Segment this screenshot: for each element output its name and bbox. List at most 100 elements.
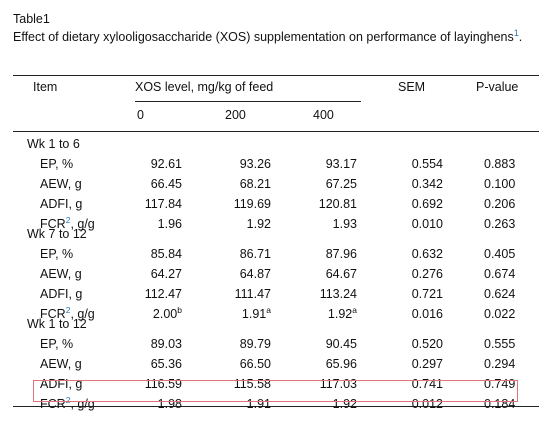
- row-item-label: EP, %: [40, 247, 74, 261]
- row-item-unit: , g/g: [70, 217, 95, 231]
- table-cell-sem: 0.554: [411, 157, 443, 171]
- table-row-item: EP, %: [40, 155, 73, 173]
- xos-header-span-rule: [135, 101, 361, 102]
- section-title: Wk 7 to 12: [27, 227, 87, 241]
- table-cell-sem: 0.692: [411, 197, 443, 211]
- row-item-label: FCR: [40, 397, 66, 411]
- table-cell-v0: 1.98: [137, 395, 182, 413]
- cell-value: 119.69: [233, 197, 271, 211]
- cell-value: 86.71: [239, 247, 271, 261]
- table-cell-sem: 0.342: [411, 177, 443, 191]
- cell-value: 67.25: [325, 177, 357, 191]
- cell-value: 1.98: [157, 397, 182, 411]
- table-cell-pvalue: 0.883: [484, 157, 516, 171]
- table-cell-v400: 64.67: [313, 265, 357, 283]
- table-cell-pvalue: 0.100: [484, 177, 516, 191]
- section-title: Wk 1 to 6: [27, 137, 80, 151]
- cell-value: 66.50: [239, 357, 271, 371]
- table-cell-v0: 112.47: [137, 285, 182, 303]
- cell-value: 87.96: [325, 247, 357, 261]
- table-cell-v0: 64.27: [137, 265, 182, 283]
- cell-value: 64.27: [150, 267, 182, 281]
- table-cell-v200: 93.26: [226, 155, 271, 173]
- table-row-item: EP, %: [40, 245, 73, 263]
- table-cell-v400: 113.24: [313, 285, 357, 303]
- table-cell-pvalue: 0.294: [484, 357, 516, 371]
- table-cell-v400: 90.45: [313, 335, 357, 353]
- row-item-label: FCR: [40, 307, 66, 321]
- table-cell-v400: 1.93: [313, 215, 357, 233]
- table-cell-pvalue: 0.206: [484, 197, 516, 211]
- row-item-label: FCR: [40, 217, 66, 231]
- table-cell-v0: 65.36: [137, 355, 182, 373]
- footnote-2-ref: 2: [65, 304, 71, 315]
- table-cell-v400: 1.92: [313, 395, 357, 413]
- header-level-200: 200: [225, 108, 246, 122]
- table-cell-v0: 66.45: [137, 175, 182, 193]
- table-cell-v0: 85.84: [137, 245, 182, 263]
- highlight-box: [33, 380, 518, 402]
- table-cell-v200: 1.91: [226, 395, 271, 413]
- cell-value: 93.26: [239, 157, 271, 171]
- header-level-400: 400: [313, 108, 334, 122]
- table-cell-sem: 0.016: [411, 307, 443, 321]
- table-cell-v400: 120.81: [313, 195, 357, 213]
- cell-value: 92.61: [150, 157, 182, 171]
- header-xos-level: XOS level, mg/kg of feed: [135, 80, 274, 94]
- table-cell-v0: 2.00b: [137, 305, 182, 323]
- significance-letter: b: [177, 304, 182, 315]
- table-cell-v400: 67.25: [313, 175, 357, 193]
- table-cell-sem: 0.010: [411, 217, 443, 231]
- table-cell-pvalue: 0.263: [484, 217, 516, 231]
- cell-value: 1.92: [332, 397, 357, 411]
- table-top-rule: [13, 75, 539, 76]
- footnote-1-link[interactable]: 1: [513, 27, 519, 38]
- table-row-item: ADFI, g: [40, 285, 82, 303]
- cell-value: 2.00: [152, 307, 178, 321]
- table-cell-v0: 117.84: [137, 195, 182, 213]
- table-cell-v400: 87.96: [313, 245, 357, 263]
- header-sem: SEM: [398, 80, 426, 94]
- table-cell-v200: 1.91a: [226, 305, 271, 323]
- table-cell-pvalue: 0.022: [484, 307, 516, 321]
- row-item-label: AEW, g: [40, 267, 82, 281]
- table-cell-v400: 65.96: [313, 355, 357, 373]
- header-bottom-rule: [13, 131, 539, 132]
- table-cell-sem: 0.276: [411, 267, 443, 281]
- table-cell-v200: 66.50: [226, 355, 271, 373]
- table-label: Table1: [13, 12, 50, 26]
- cell-value: 65.96: [325, 357, 357, 371]
- table-cell-v0: 92.61: [137, 155, 182, 173]
- cell-value: 117.84: [144, 197, 182, 211]
- cell-value: 1.96: [157, 217, 182, 231]
- header-item: Item: [33, 80, 58, 94]
- table-cell-v0: 89.03: [137, 335, 182, 353]
- table-cell-v200: 89.79: [226, 335, 271, 353]
- cell-value: 65.36: [150, 357, 182, 371]
- cell-value: 89.03: [150, 337, 182, 351]
- footnote-2-ref: 2: [65, 214, 71, 225]
- table-cell-pvalue: 0.624: [484, 287, 516, 301]
- row-item-label: ADFI, g: [40, 287, 83, 301]
- cell-value: 64.67: [325, 267, 357, 281]
- table-cell-v200: 119.69: [226, 195, 271, 213]
- table-cell-v200: 1.92: [226, 215, 271, 233]
- cell-value: 113.24: [319, 287, 357, 301]
- cell-value: 111.47: [234, 287, 271, 301]
- row-item-unit: , g/g: [70, 397, 95, 411]
- row-item-label: EP, %: [40, 157, 74, 171]
- table-cell-pvalue: 0.405: [484, 247, 516, 261]
- table-row-item: ADFI, g: [40, 195, 82, 213]
- cell-value: 1.91: [246, 397, 271, 411]
- table-cell-v200: 86.71: [226, 245, 271, 263]
- section-title: Wk 1 to 12: [27, 317, 87, 331]
- table-cell-pvalue: 0.184: [484, 397, 516, 411]
- table-cell-sem: 0.721: [411, 287, 443, 301]
- cell-value: 64.87: [239, 267, 271, 281]
- table-row-item: AEW, g: [40, 265, 82, 283]
- header-pvalue: P-value: [476, 80, 519, 94]
- table-bottom-rule: [13, 406, 539, 407]
- row-item-label: AEW, g: [40, 177, 82, 191]
- footnote-2-ref: 2: [65, 394, 71, 405]
- cell-value: 1.91: [241, 307, 267, 321]
